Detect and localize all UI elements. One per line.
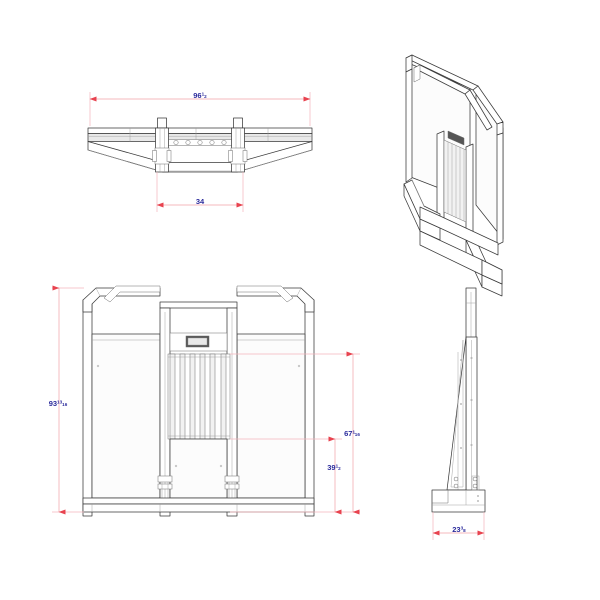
- front-inner-chamfers: [103, 285, 294, 303]
- plan-right-wing: [236, 141, 313, 173]
- dim-gate-bottom-height-text: 3912: [327, 463, 341, 472]
- iso-center-post-right: [465, 143, 474, 238]
- front-gate-bars: [167, 353, 231, 440]
- front-right-panel: [236, 333, 306, 499]
- side-base-foot: [431, 489, 486, 513]
- iso-center-post-left: [436, 130, 445, 226]
- front-right-latch: [224, 475, 240, 510]
- front-top-center-rail: [159, 301, 238, 309]
- front-right-upright: [304, 299, 315, 517]
- iso-top-frame: [405, 54, 504, 136]
- iso-gate-bars: [443, 139, 467, 223]
- plan-left-wing: [87, 141, 164, 173]
- isometric-view: [403, 54, 504, 297]
- dim-overall-width-text: 9612: [193, 91, 207, 100]
- side-tapered-front: [446, 336, 467, 491]
- front-base-rails: [82, 497, 315, 513]
- dim-inner-width: 34: [156, 172, 244, 212]
- side-rear-post: [465, 336, 478, 508]
- dim-gate-top-height-text: 67116: [344, 429, 360, 438]
- dim-inner-width-text: 34: [196, 197, 205, 206]
- side-joint-hardware: [453, 475, 480, 491]
- dim-base-depth-text: 2338: [452, 525, 466, 534]
- iso-inner-frame: [413, 64, 493, 131]
- top-plan-view: [87, 117, 313, 173]
- iso-nameplate: [447, 130, 465, 146]
- front-left-panel: [91, 333, 161, 499]
- dim-overall-height-text: 931316: [49, 399, 68, 408]
- front-lower-center-panel: [169, 438, 228, 499]
- front-left-upright: [82, 299, 93, 517]
- iso-bottom-rail: [419, 206, 503, 285]
- iso-left-upright: [405, 68, 413, 183]
- plan-right-post: [228, 117, 248, 173]
- front-gate-header: [169, 332, 228, 352]
- dim-overall-height: 931316: [49, 285, 84, 515]
- side-elevation-view: [431, 287, 486, 513]
- front-elevation-view: [82, 285, 315, 517]
- plan-center-channel: [162, 162, 238, 173]
- dim-overall-width: 9612: [89, 91, 311, 126]
- dim-gate-bottom-height: 3912: [230, 436, 342, 515]
- plan-bar-sections: [166, 139, 239, 146]
- plan-left-post: [152, 117, 172, 173]
- iso-right-upright: [496, 132, 504, 246]
- dim-base-depth: 2338: [432, 512, 485, 540]
